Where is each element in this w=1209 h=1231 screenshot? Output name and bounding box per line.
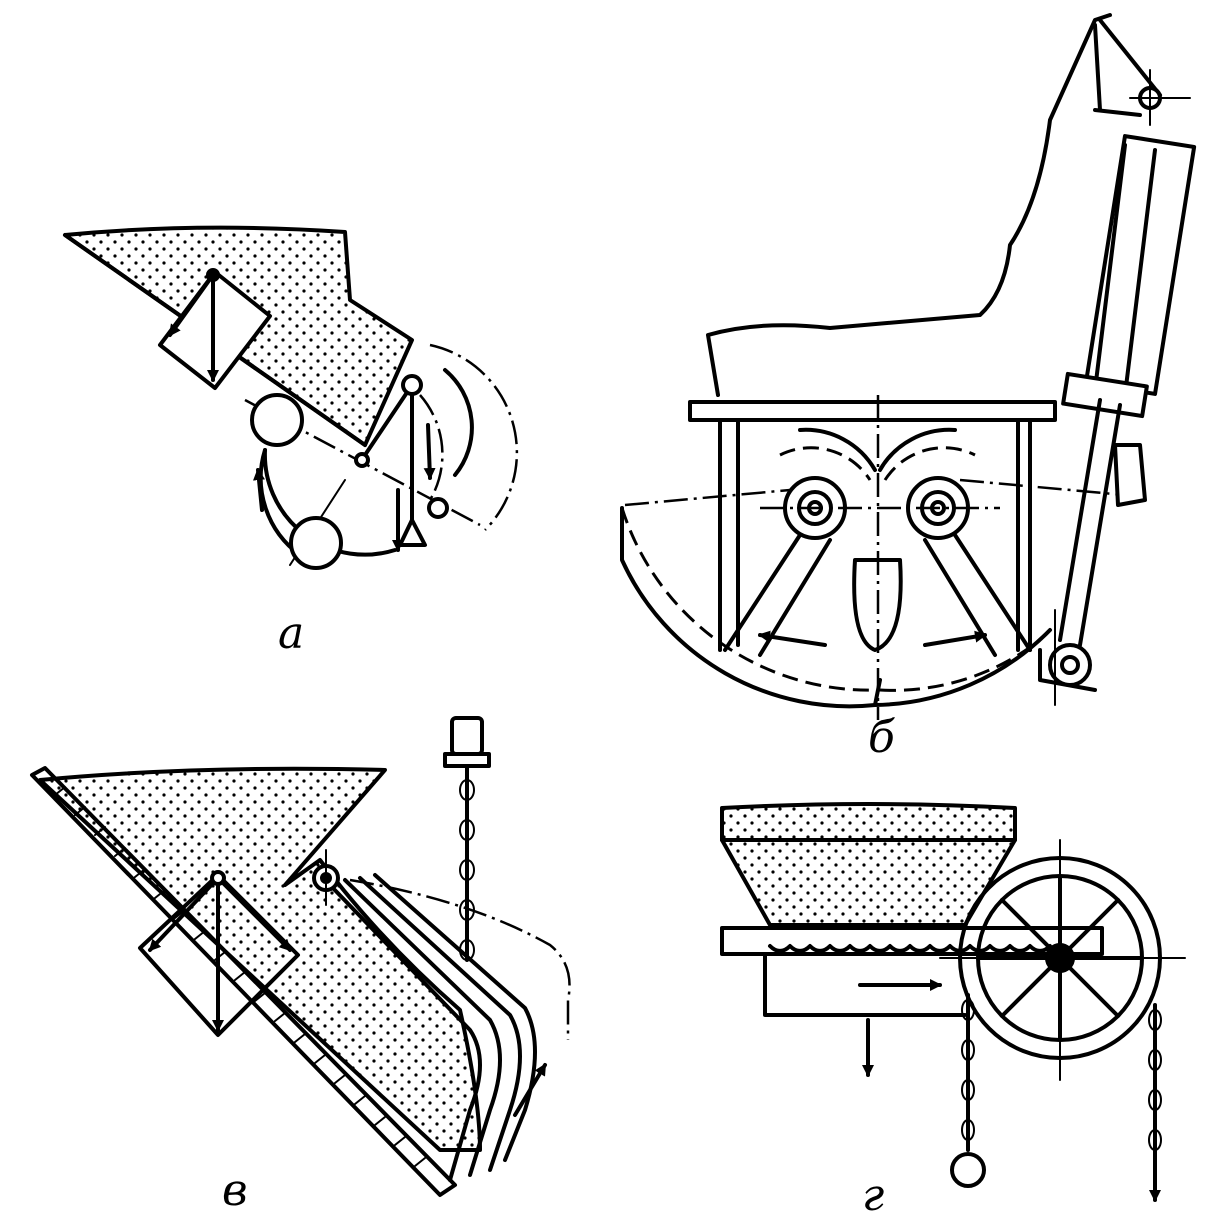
left-sector-b — [620, 506, 882, 709]
finger-gate-v — [328, 873, 537, 1182]
right-sector-b — [873, 628, 1052, 707]
chain-left-g — [961, 999, 976, 1141]
panel-g: г — [720, 802, 1186, 1221]
sector-arc-a — [429, 343, 519, 531]
hydraulic-cylinder-b — [1038, 18, 1197, 706]
force-square-v — [138, 873, 300, 1037]
panel-g-label: г — [862, 1170, 884, 1221]
panel-v-label: в — [222, 1165, 248, 1216]
flange-b — [688, 400, 1057, 422]
hoist-v — [450, 716, 484, 756]
panel-b-label: б — [868, 712, 895, 763]
panel-v: в — [30, 716, 571, 1216]
handwheel-g — [939, 839, 1186, 1081]
panel-b: б — [620, 13, 1197, 763]
tongue-b — [852, 558, 903, 652]
panel-a: а — [63, 225, 519, 659]
panel-a-label: а — [278, 608, 304, 659]
tray-g — [763, 952, 967, 1017]
chute-wall-v — [30, 766, 457, 1197]
hopper-g — [720, 802, 1017, 927]
chain-right-g — [1148, 1009, 1163, 1151]
bunker-outline-b — [706, 13, 1112, 397]
bulk-material-v — [38, 766, 482, 1152]
